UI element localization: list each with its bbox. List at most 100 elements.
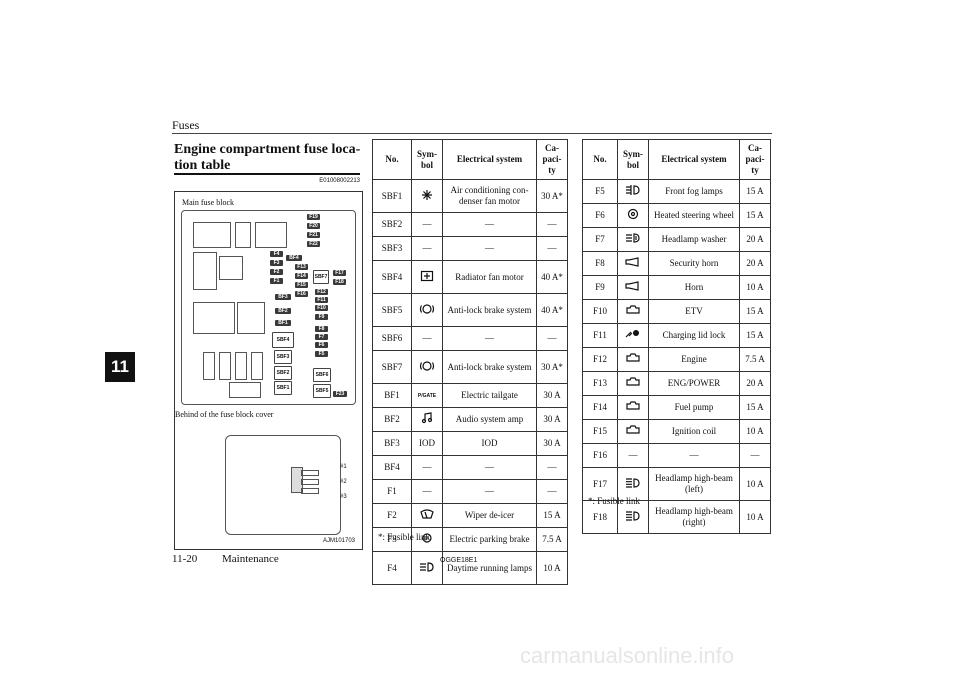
electrical-system-cell: Fuel pump	[648, 395, 740, 420]
relay-ref-2: #2	[340, 479, 347, 485]
capacity-cell: —	[536, 212, 568, 237]
relay-connector	[301, 488, 319, 494]
electrical-system-cell: Headlamp high-beam (right)	[648, 500, 740, 534]
fuse-label: F18	[333, 279, 346, 285]
fuse-label: SBF3	[274, 350, 292, 364]
fuse-number-cell: F10	[582, 299, 618, 324]
engine-icon	[617, 371, 649, 396]
main-fuse-block	[181, 210, 356, 405]
symbol-cell: —	[411, 455, 443, 480]
page-number: 11-20	[172, 553, 198, 565]
abs-icon	[411, 293, 443, 327]
fuse-label: F10	[315, 305, 328, 311]
fuse-label: F14	[295, 273, 308, 279]
electrical-system-cell: Electric tailgate	[442, 383, 537, 408]
symbol-text: —	[422, 333, 432, 343]
table-row: F16———	[582, 443, 771, 468]
electrical-system-cell: —	[442, 326, 537, 351]
electrical-system-cell: Headlamp high-beam (left)	[648, 467, 740, 501]
fuse-label: F2	[270, 269, 283, 275]
electrical-system-cell: —	[442, 455, 537, 480]
fuse-label: F19	[307, 214, 320, 220]
fuse-label: F8	[315, 326, 328, 332]
relay-block	[193, 302, 235, 334]
fuse-number-cell: F1	[372, 479, 412, 504]
electrical-system-cell: ETV	[648, 299, 740, 324]
symbol-text: —	[628, 450, 638, 460]
abs-icon	[411, 350, 443, 384]
svg-text:P: P	[425, 537, 429, 543]
fuse-label: F13	[295, 264, 308, 270]
symbol-text: —	[422, 486, 432, 496]
relay-slot	[291, 467, 303, 493]
relay-ref-3: #3	[340, 494, 347, 500]
electrical-system-cell: —	[648, 443, 740, 468]
fuse-number-cell: F8	[582, 251, 618, 276]
capacity-cell: 30 A	[536, 407, 568, 432]
relay-block	[193, 252, 217, 290]
section-title: Engine compartment fuse loca- tion table	[174, 142, 364, 174]
page-header-title: Fuses	[172, 118, 200, 132]
fuse-label: BF2	[275, 308, 291, 314]
section-title-line1: Engine compartment fuse loca-	[174, 142, 361, 157]
fuse-number-cell: F11	[582, 323, 618, 348]
relay-ref-1: #1	[340, 464, 347, 470]
fuse-label: F4	[270, 251, 283, 257]
symbol-text: —	[422, 243, 432, 253]
fuse-label: F7	[315, 334, 328, 340]
capacity-cell: 10 A	[739, 419, 771, 444]
engine-icon	[617, 395, 649, 420]
relay-connector	[301, 479, 319, 485]
table-row: SBF2———	[372, 212, 568, 237]
steering-heat-icon	[617, 203, 649, 228]
fuse-label: F23	[333, 391, 347, 397]
engine-icon	[617, 299, 649, 324]
col-header-system: Electrical system	[648, 139, 740, 180]
table-row: SBF6———	[372, 326, 568, 351]
fuse-number-cell: SBF7	[372, 350, 412, 384]
capacity-cell: 7.5 A	[739, 347, 771, 372]
fuse-table-1: No. Sym-bol Electrical system Ca-paci-ty…	[372, 139, 568, 585]
electrical-system-cell: Daytime running lamps	[442, 551, 537, 585]
relay-block	[219, 352, 231, 380]
capacity-cell: 10 A	[739, 500, 771, 534]
electrical-system-cell: Front fog lamps	[648, 179, 740, 204]
fuse-label: BF3	[275, 294, 291, 300]
fuse-number-cell: SBF6	[372, 326, 412, 351]
daytime-lamp-icon	[411, 551, 443, 585]
relay-block	[229, 382, 261, 398]
fuse-table-2: No. Sym-bol Electrical system Ca-paci-ty…	[582, 139, 771, 534]
radiator-fan-icon	[411, 260, 443, 294]
footer-section: Maintenance	[222, 553, 279, 565]
capacity-cell: 10 A	[739, 275, 771, 300]
fuse-location-figure: Main fuse block F19 F20 F21 F22 F4 F3 F2…	[174, 191, 363, 550]
capacity-cell: 10 A	[536, 551, 568, 585]
electrical-system-cell: Heated steering wheel	[648, 203, 740, 228]
relay-block	[255, 222, 287, 248]
electrical-system-cell: ENG/POWER	[648, 371, 740, 396]
chapter-tab: 11	[105, 352, 135, 382]
fuse-number-cell: SBF5	[372, 293, 412, 327]
watermark: carmanualsonline.info	[520, 643, 735, 668]
electrical-system-cell: IOD	[442, 431, 537, 456]
col-header-capacity: Ca-paci-ty	[536, 139, 568, 180]
fuse-number-cell: BF4	[372, 455, 412, 480]
capacity-cell: 10 A	[739, 467, 771, 501]
relay-block	[193, 222, 231, 248]
fuse-number-cell: F2	[372, 503, 412, 528]
fuse-label: F1	[270, 278, 283, 284]
engine-icon	[617, 419, 649, 444]
capacity-cell: 40 A*	[536, 260, 568, 294]
fuse-number-cell: F14	[582, 395, 618, 420]
fuse-number-cell: F4	[372, 551, 412, 585]
capacity-cell: 30 A	[536, 383, 568, 408]
capacity-cell: 30 A*	[536, 350, 568, 384]
